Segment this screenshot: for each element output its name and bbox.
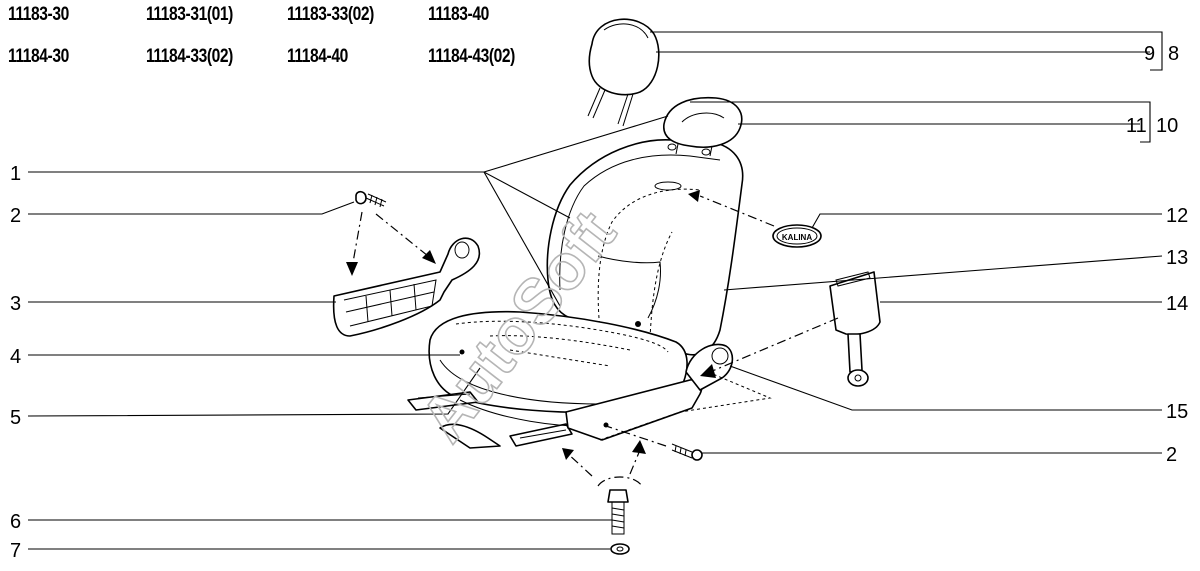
washer: [610, 543, 630, 555]
callout-numbers: 1 2 3 4 5 6 7 8 9 10 11 12 13 14 15 2: [10, 43, 1188, 562]
model-number: 11183-40: [428, 4, 489, 25]
callout-15: 15: [1166, 401, 1188, 423]
callout-7: 7: [10, 540, 21, 562]
callout-6: 6: [10, 511, 21, 533]
callout-10: 10: [1156, 115, 1178, 137]
callout-1: 1: [10, 163, 21, 185]
bolt: [607, 489, 629, 535]
recliner-cover: [332, 237, 481, 337]
badge-text: KALINA: [782, 233, 812, 242]
head-cushion: [663, 96, 743, 157]
callout-13: 13: [1166, 247, 1188, 269]
seat-belt-buckle: [829, 271, 881, 387]
callout-3: 3: [10, 293, 21, 315]
callout-9: 9: [1144, 43, 1155, 65]
model-number: 11183-33(02): [287, 4, 374, 25]
leader-lines: [27, 31, 1163, 550]
model-number: 11184-40: [287, 46, 348, 67]
model-number: 11183-31(01): [146, 4, 233, 25]
model-number: 11184-30: [8, 46, 69, 67]
callout-2: 2: [10, 205, 21, 227]
model-number: 11184-43(02): [428, 46, 515, 67]
callout-12: 12: [1166, 205, 1188, 227]
kalina-badge: KALINA: [772, 224, 822, 248]
screw-lower: [671, 443, 703, 461]
callout-2-lower: 2: [1166, 444, 1177, 466]
callout-5: 5: [10, 407, 21, 429]
headrest: [587, 18, 660, 127]
model-number: 11183-30: [8, 4, 69, 25]
callout-14: 14: [1166, 293, 1188, 315]
callout-4: 4: [10, 346, 21, 368]
callout-11: 11: [1126, 115, 1147, 137]
assembly-arrows: [346, 190, 839, 487]
screw-upper: [355, 190, 387, 208]
callout-8: 8: [1168, 43, 1179, 65]
model-number: 11184-33(02): [146, 46, 233, 67]
